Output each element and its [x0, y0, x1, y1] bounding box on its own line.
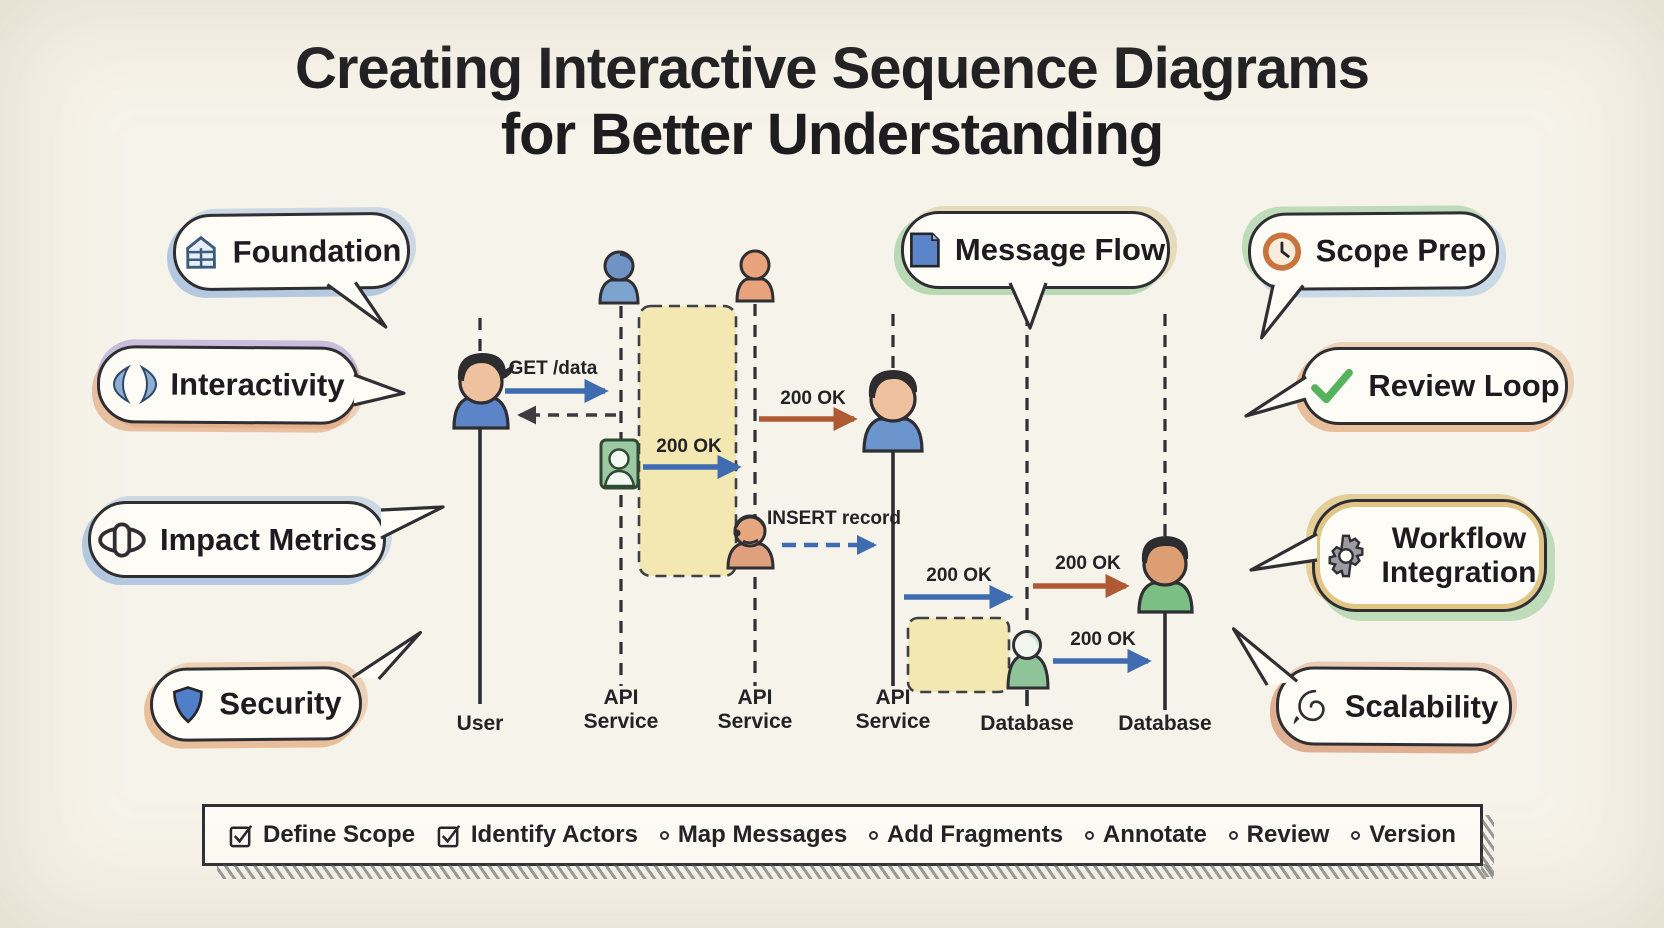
page-title: Creating Interactive Sequence Diagrams f… — [0, 36, 1664, 168]
checklist-item-define-scope: Define Scope — [229, 821, 415, 849]
avatar-person-green — [1137, 535, 1194, 614]
note-icon — [909, 232, 940, 268]
message-label-200ok-2: 200 OK — [780, 388, 846, 409]
bubble-tail — [1244, 375, 1307, 418]
title-line-2: for Better Understanding — [500, 102, 1164, 168]
bubble-impact-metrics: Impact Metrics — [88, 501, 445, 578]
bubble-security: Security — [149, 630, 422, 742]
bubble-label: Security — [219, 685, 342, 722]
bullet-icon — [1228, 830, 1238, 840]
bubble-tail — [1231, 627, 1299, 686]
bullet-icon — [869, 830, 879, 840]
message-label-200ok-3: 200 OK — [926, 565, 992, 586]
checkmark-icon — [1311, 368, 1354, 404]
checklist-item-add-fragments: Add Fragments — [869, 821, 1063, 849]
gear-icon — [1328, 534, 1363, 577]
bubble-foundation: Foundation — [172, 211, 411, 329]
avatar-headset-agent — [726, 514, 775, 570]
avatar-user — [452, 352, 515, 430]
bubble-tail — [380, 505, 445, 540]
checklist-item-review: Review — [1228, 821, 1330, 849]
checklist-item-label: Version — [1369, 821, 1456, 848]
avatar-person-blue — [862, 369, 924, 453]
bubble-tail — [326, 281, 388, 329]
checkbox-checked-icon — [229, 824, 253, 847]
checklist-item-annotate: Annotate — [1084, 821, 1207, 849]
bubble-tail — [1260, 284, 1305, 340]
bullet-icon — [659, 830, 669, 840]
bubble-label: Impact Metrics — [159, 521, 378, 557]
bubble-label: Scope Prep — [1315, 232, 1487, 269]
bubble-message-flow: Message Flow — [901, 211, 1170, 330]
message-label-200ok-5: 200 OK — [1070, 629, 1136, 650]
badge-person-icon — [599, 438, 640, 490]
clock-icon — [1262, 232, 1301, 271]
bubble-interactivity: Interactivity — [96, 345, 406, 425]
bubble-label: Review Loop — [1368, 368, 1560, 403]
checklist-item-version: Version — [1351, 821, 1456, 849]
title-line-1: Creating Interactive Sequence Diagrams — [294, 36, 1370, 101]
bubble-workflow-integration: Workflow Integration — [1249, 499, 1547, 612]
bubble-review-loop: Review Loop — [1244, 347, 1568, 425]
actor-icon-orange — [735, 249, 775, 303]
orbit-eye-icon — [98, 522, 146, 557]
bullet-icon — [1351, 830, 1361, 840]
actor-label-database-2: Database — [1118, 712, 1212, 735]
checklist-item-label: Map Messages — [677, 821, 848, 848]
checklist-item-identify-actors: Identify Actors — [437, 821, 638, 849]
code-parens-icon — [112, 364, 157, 405]
activation-fragment-2 — [906, 616, 1011, 694]
bubble-tail — [351, 630, 422, 680]
bullet-icon — [1084, 830, 1094, 840]
workflow-checklist-bar: Define Scope Identify Actors Map Message… — [202, 804, 1494, 879]
actor-label-database-1: Database — [980, 712, 1074, 735]
lifelines — [478, 304, 1167, 710]
actor-label-api-service-2: API Service — [717, 686, 793, 734]
bubble-label: Message Flow — [954, 232, 1166, 267]
checklist-item-label: Identify Actors — [470, 821, 638, 848]
bubble-scope-prep: Scope Prep — [1247, 211, 1500, 340]
activation-fragment-1 — [637, 304, 738, 578]
bubble-tail — [353, 373, 406, 407]
checklist-item-map-messages: Map Messages — [659, 821, 848, 849]
checklist-item-label: Review — [1246, 821, 1330, 848]
checklist-item-label: Add Fragments — [887, 821, 1064, 848]
actor-label-user: User — [456, 712, 504, 735]
actor-label-api-service-3: API Service — [855, 686, 931, 734]
bubble-label: Interactivity — [170, 366, 345, 403]
checkbox-checked-icon — [437, 824, 460, 847]
message-label-insert-record: INSERT record — [766, 508, 902, 529]
checklist-item-label: Define Scope — [263, 821, 416, 848]
bubble-label: Scalability — [1344, 688, 1499, 725]
message-label-200ok-4: 200 OK — [1055, 553, 1121, 574]
bubble-tail — [1008, 282, 1048, 330]
spiral-icon — [1293, 689, 1325, 724]
actor-icon-blue — [598, 250, 640, 305]
message-label-200ok-1: 200 OK — [656, 436, 722, 457]
shield-icon — [173, 686, 204, 724]
checklist-item-label: Annotate — [1102, 821, 1207, 848]
bubble-label: Foundation — [232, 232, 402, 270]
bubble-label: Workflow Integration — [1381, 521, 1537, 589]
building-window-icon — [185, 235, 216, 269]
message-label-get-data: GET /data — [508, 358, 598, 379]
avatar-small-green — [1006, 630, 1050, 690]
bubble-tail — [1249, 532, 1318, 572]
bubble-scalability: Scalability — [1231, 627, 1513, 747]
actor-label-api-service-1: API Service — [583, 686, 659, 734]
